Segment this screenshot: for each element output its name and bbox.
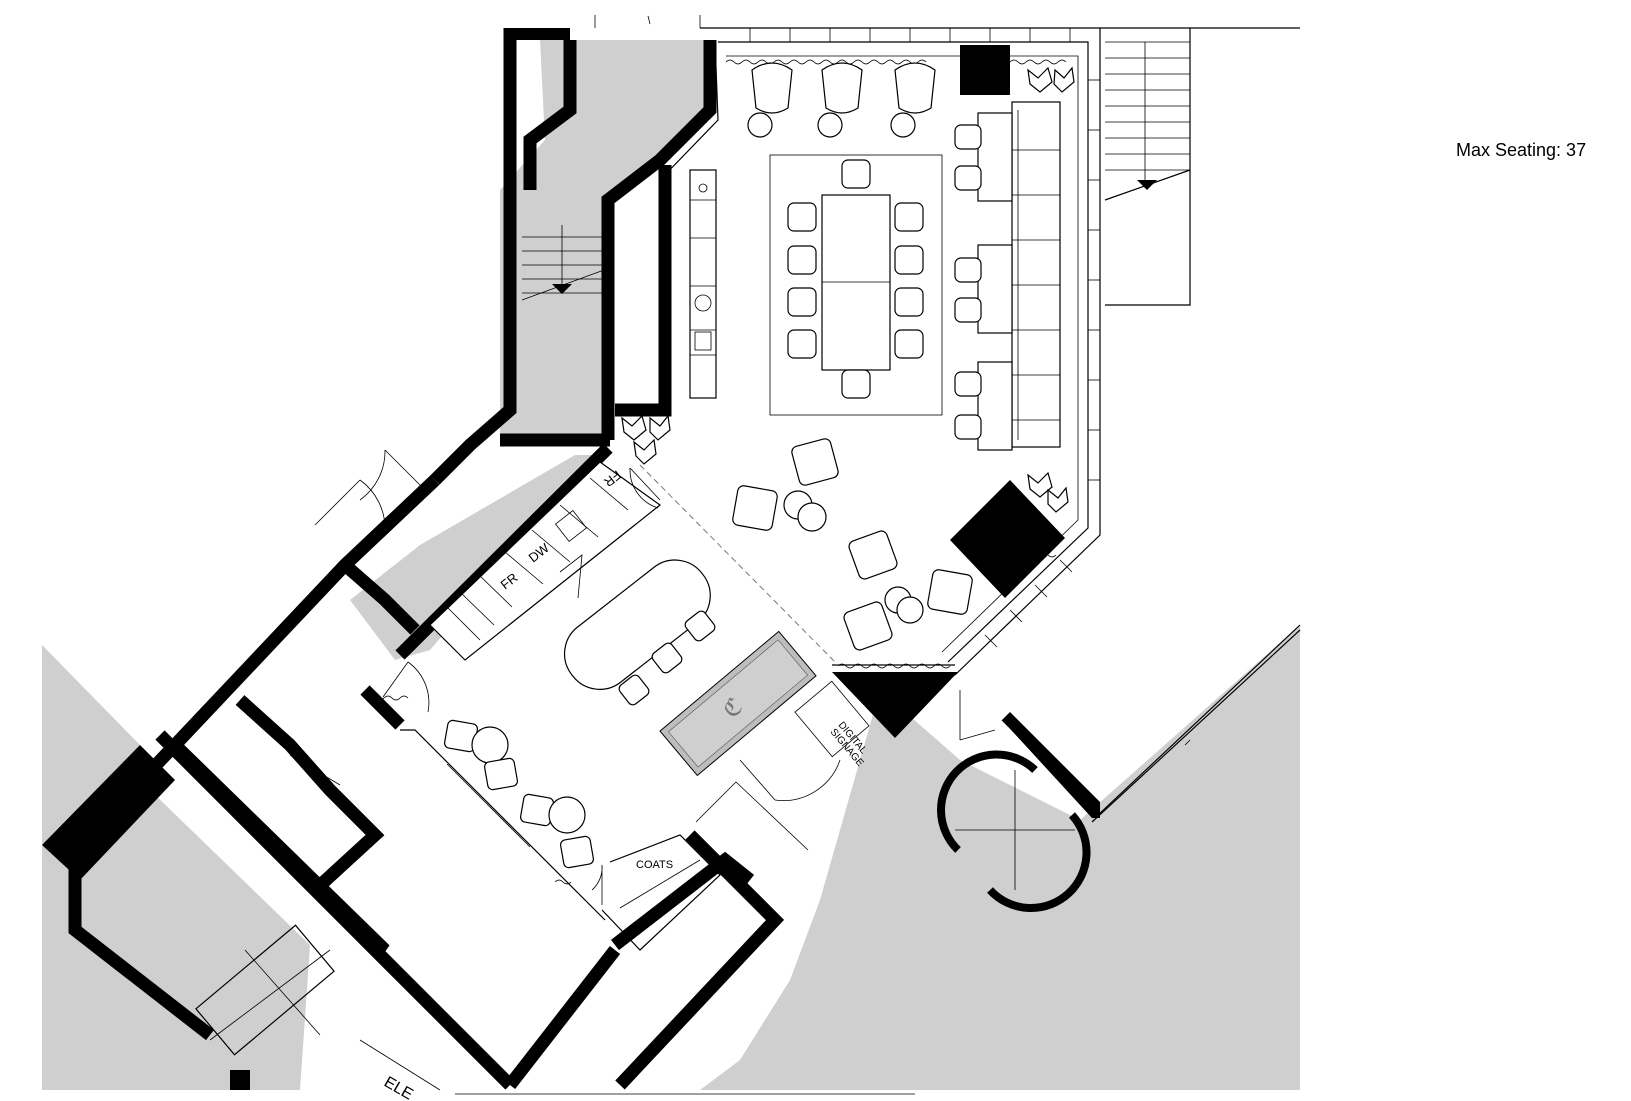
- armchair-top-3: [890, 62, 936, 138]
- meeting-chairs: [787, 159, 924, 399]
- kitchenette: FR DW FR ℭ: [400, 169, 817, 921]
- stair-corridor-top: [500, 40, 715, 435]
- revolving-door: [937, 750, 1091, 913]
- plant-right: [1027, 471, 1069, 513]
- door-lobby: [382, 661, 430, 713]
- door-corridor-left: [314, 479, 386, 531]
- max-seating-label: Max Seating: 37: [1456, 140, 1587, 160]
- lounge-perimeter: [639, 27, 1101, 676]
- lounge-cluster-1: [732, 438, 839, 532]
- column-entry: [832, 672, 958, 738]
- plant-top-right: [1027, 66, 1075, 93]
- lounge-cluster-2: [843, 530, 973, 651]
- wall-lobby-left: [340, 560, 420, 635]
- door-corridor-right: [359, 449, 426, 501]
- left-stair-arrow: [552, 284, 572, 294]
- door-kitchen: [629, 467, 661, 509]
- perimeter-top-inner: [718, 41, 1089, 663]
- coats-door: [591, 864, 603, 905]
- coats-closet: COATS: [591, 834, 721, 951]
- bar-stools: [618, 610, 716, 706]
- counter-left: [689, 169, 717, 399]
- elevator-x-2: [209, 949, 331, 1041]
- glazing-mullions-right: [1088, 79, 1100, 481]
- walls: [42, 28, 1065, 1090]
- meeting-rug: [769, 154, 943, 416]
- perimeter-inner-curtain: [726, 55, 1079, 653]
- column-top-right: [960, 45, 1010, 95]
- kitchen-counter-diagonal: [429, 461, 661, 661]
- wall-stair-inner-left: [523, 40, 577, 190]
- elevator-x-1: [244, 949, 321, 1036]
- exterior-walls-right: [1001, 624, 1301, 823]
- corridor-diagonal: [350, 445, 610, 660]
- wall-office-inner: [235, 695, 385, 895]
- left-stair: [521, 15, 701, 301]
- entry-rug: ℭ: [659, 630, 817, 777]
- exterior-bottom-right: [700, 625, 1300, 1090]
- door-main-entry: [739, 759, 841, 801]
- wall-lobby-entry: [360, 685, 405, 730]
- lounge-furniture: [621, 62, 1075, 651]
- elevator-box: [195, 924, 335, 1056]
- digital-signage-panel: [794, 680, 870, 758]
- plant-left: [621, 414, 671, 465]
- shaded-areas: [42, 40, 1300, 1090]
- glazing-mullions-diagonal: [984, 559, 1073, 648]
- wall-office-outer: [155, 730, 515, 1090]
- perimeter-stair-link: [659, 39, 719, 181]
- counter-left-divisions: [690, 183, 716, 356]
- wall-left-vertical: [68, 850, 214, 1041]
- office-opening: [289, 754, 341, 786]
- banquette: [977, 101, 1061, 451]
- column-mid-right: [950, 480, 1065, 598]
- elevator-label-box: [359, 1039, 441, 1091]
- label-coats: COATS: [636, 859, 673, 871]
- meeting-table: [821, 194, 891, 371]
- banquette-chairs: [954, 124, 982, 440]
- perimeter-top-outer: [700, 27, 1101, 676]
- elevator-wall: [230, 1070, 250, 1090]
- wall-stair-left: [430, 28, 517, 485]
- stair-wall-block: [510, 28, 570, 40]
- label-elevator: ELE: [381, 1074, 416, 1101]
- wall-coats-top: [611, 851, 755, 951]
- top-door-mark: [647, 15, 651, 25]
- elevator-area: [70, 790, 310, 1090]
- exterior-left: [42, 645, 240, 1090]
- lobby-wall-line-2: [446, 763, 531, 848]
- coats-closet-outline: [601, 834, 721, 951]
- armchair-top-2: [817, 62, 863, 138]
- door-entry-right: [959, 690, 996, 741]
- kitchen-counter-units: [445, 477, 629, 641]
- wall-stair-right: [615, 165, 672, 417]
- wall-storage-bottom: [504, 946, 621, 1089]
- right-stair-arrow: [1137, 180, 1157, 190]
- lobby-wall-line: [400, 729, 606, 921]
- lobby-chairs: [443, 719, 595, 869]
- coats-rail: [619, 859, 701, 909]
- right-stair-treads: [1105, 41, 1190, 185]
- wall-stair-inner-right: [601, 40, 717, 440]
- zone-divider: [639, 464, 839, 666]
- entry-vestibule: [695, 781, 809, 851]
- right-stair: [1100, 27, 1300, 306]
- armchair-top-1: [747, 62, 793, 138]
- column-left-block: [42, 745, 175, 880]
- right-stair-box: [1105, 28, 1191, 306]
- office-area: ELE: [195, 754, 441, 1101]
- glazing-mullions-top: [749, 28, 1071, 42]
